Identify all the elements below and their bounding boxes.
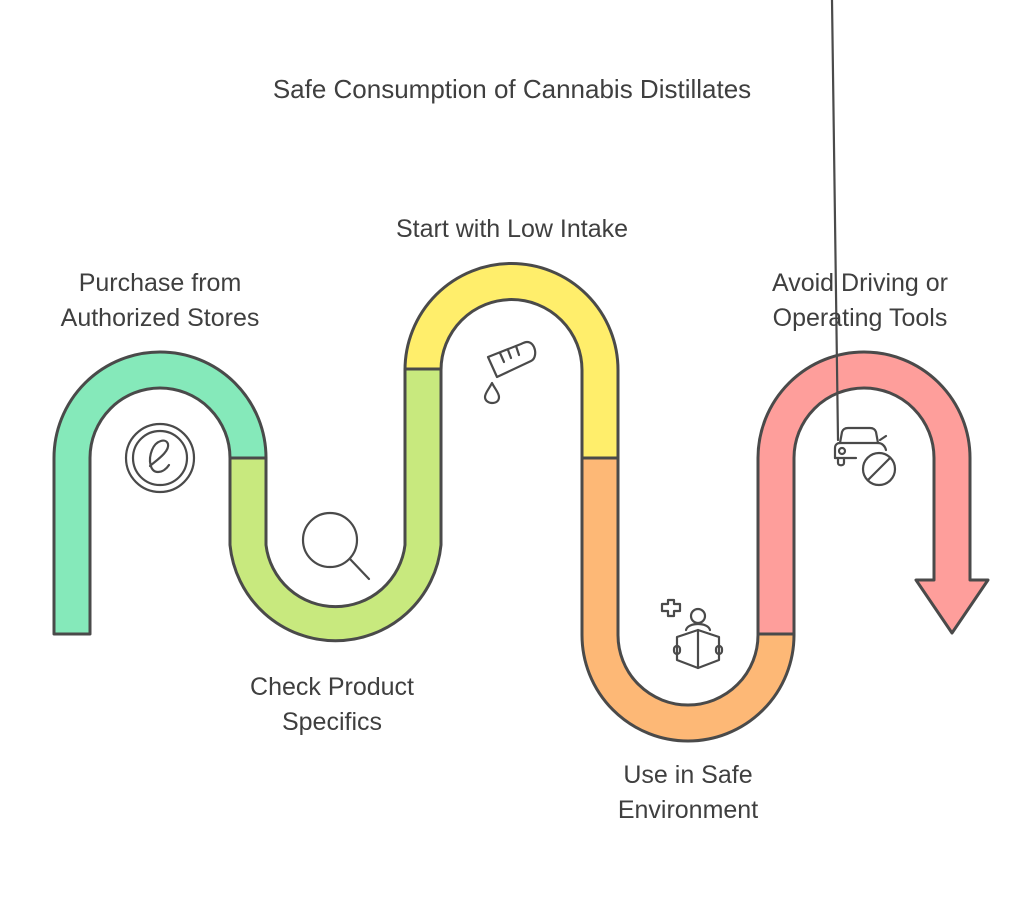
step-label-start: Start with Low Intake [312,212,712,247]
step-label-check: Check Product Specifics [192,670,472,740]
reading-person-icon [660,598,724,670]
dropper-icon [483,340,537,405]
step-label-line: Operating Tools [772,304,948,332]
step-label-line: Specifics [281,708,383,736]
step-label-use: Use in Safe Environment [548,758,828,828]
step-label-line: Authorized Stores [60,304,260,332]
segment-start [403,262,620,460]
certified-e-icon [124,422,196,494]
step-label-line: Avoid Driving or [771,269,948,297]
segment-use [580,456,796,743]
step-label-line: Check Product [250,673,414,701]
no-driving-icon [830,0,897,487]
step-label-purchase: Purchase from Authorized Stores [20,266,300,336]
magnifier-icon [301,511,371,581]
step-label-line: Start with Low Intake [395,215,629,243]
segment-check [228,367,443,643]
step-label-avoid: Avoid Driving or Operating Tools [720,266,1000,336]
segment-avoid [756,350,990,636]
step-label-line: Environment [617,796,759,824]
step-label-line: Use in Safe [623,761,753,789]
diagram-title: Safe Consumption of Cannabis Distillates [272,74,752,104]
step-label-line: Purchase from [78,269,242,297]
segment-purchase [52,350,268,636]
